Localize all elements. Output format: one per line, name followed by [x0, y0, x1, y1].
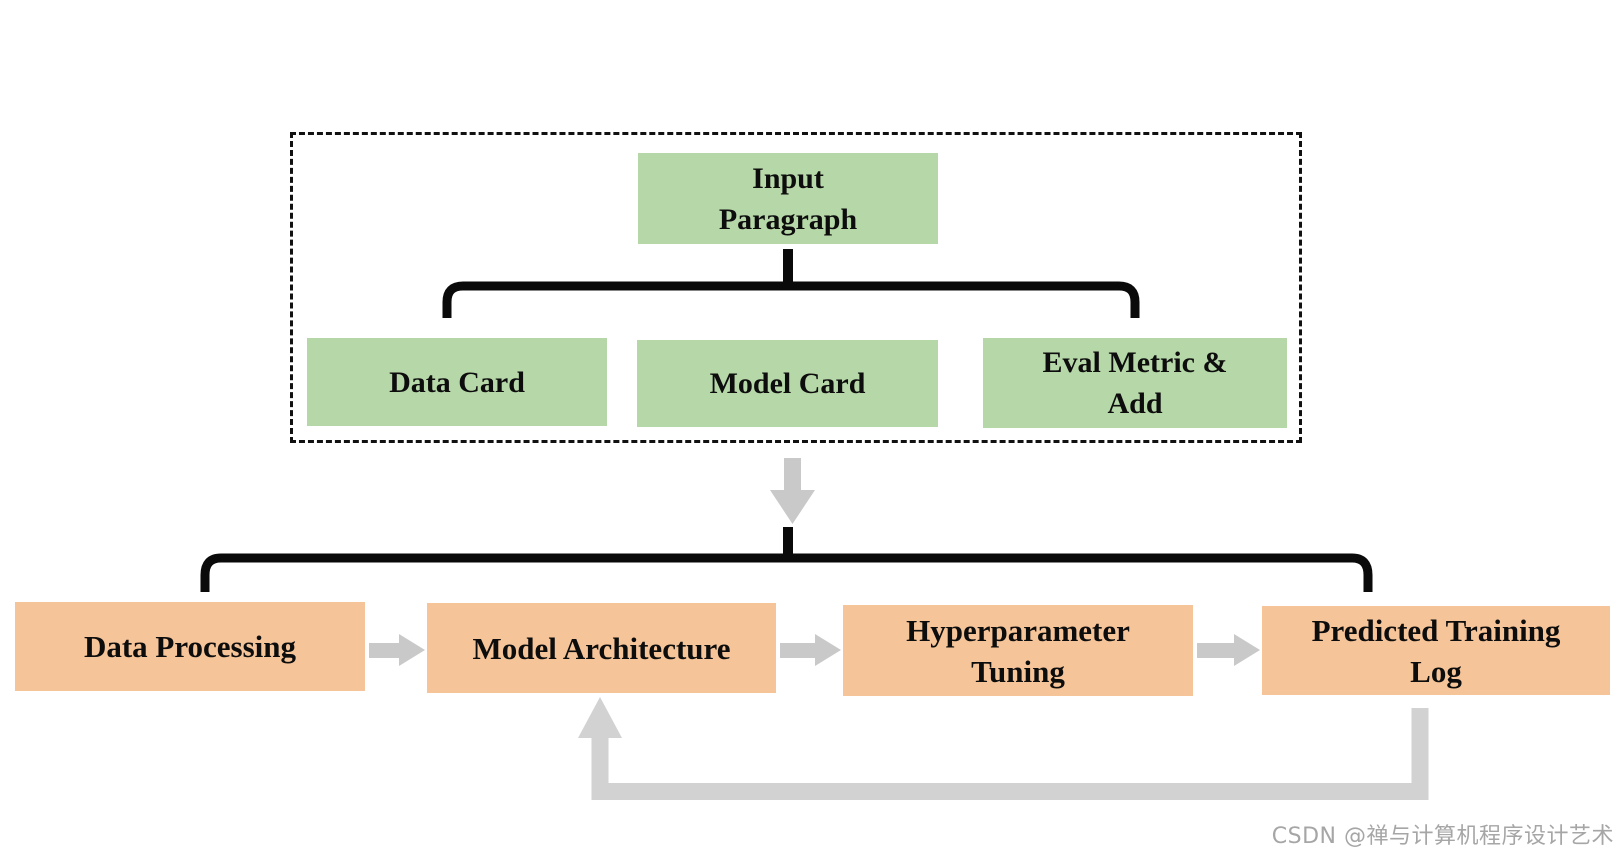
node-label: Model Card [709, 367, 866, 400]
node-label: Paragraph [718, 202, 858, 236]
node-label: Predicted Training [1311, 612, 1561, 648]
node-label: Input [752, 161, 824, 195]
node-eval-metric-add: Eval Metric & Add [983, 338, 1287, 428]
node-label: Add [1107, 387, 1163, 420]
watermark: CSDN @禅与计算机程序设计艺术 [1271, 824, 1614, 849]
brace-bottom-icon [200, 527, 1373, 592]
node-data-card: Data Card [307, 338, 607, 426]
feedback-arrow-icon [578, 697, 1429, 800]
node-label: Tuning [971, 653, 1065, 689]
node-input-paragraph: Input Paragraph [638, 153, 938, 244]
arrow-right-icon [1197, 634, 1260, 666]
arrow-right-icon [780, 634, 841, 666]
node-label: Model Architecture [472, 630, 731, 666]
node-label: Log [1410, 653, 1462, 689]
node-predicted-training-log: Predicted Training Log [1262, 606, 1610, 695]
node-model-architecture: Model Architecture [427, 603, 776, 693]
node-label: Eval Metric & [1042, 346, 1228, 379]
node-label: Data Card [389, 365, 525, 399]
node-label: Hyperparameter [906, 612, 1130, 648]
arrow-down-icon [770, 458, 815, 524]
input-group-border [290, 132, 1302, 443]
arrow-right-icon [369, 634, 425, 666]
node-label: Data Processing [83, 629, 297, 664]
node-hyperparameter-tuning: Hyperparameter Tuning [843, 605, 1193, 696]
node-data-processing: Data Processing [15, 602, 365, 691]
node-model-card: Model Card [637, 340, 938, 427]
